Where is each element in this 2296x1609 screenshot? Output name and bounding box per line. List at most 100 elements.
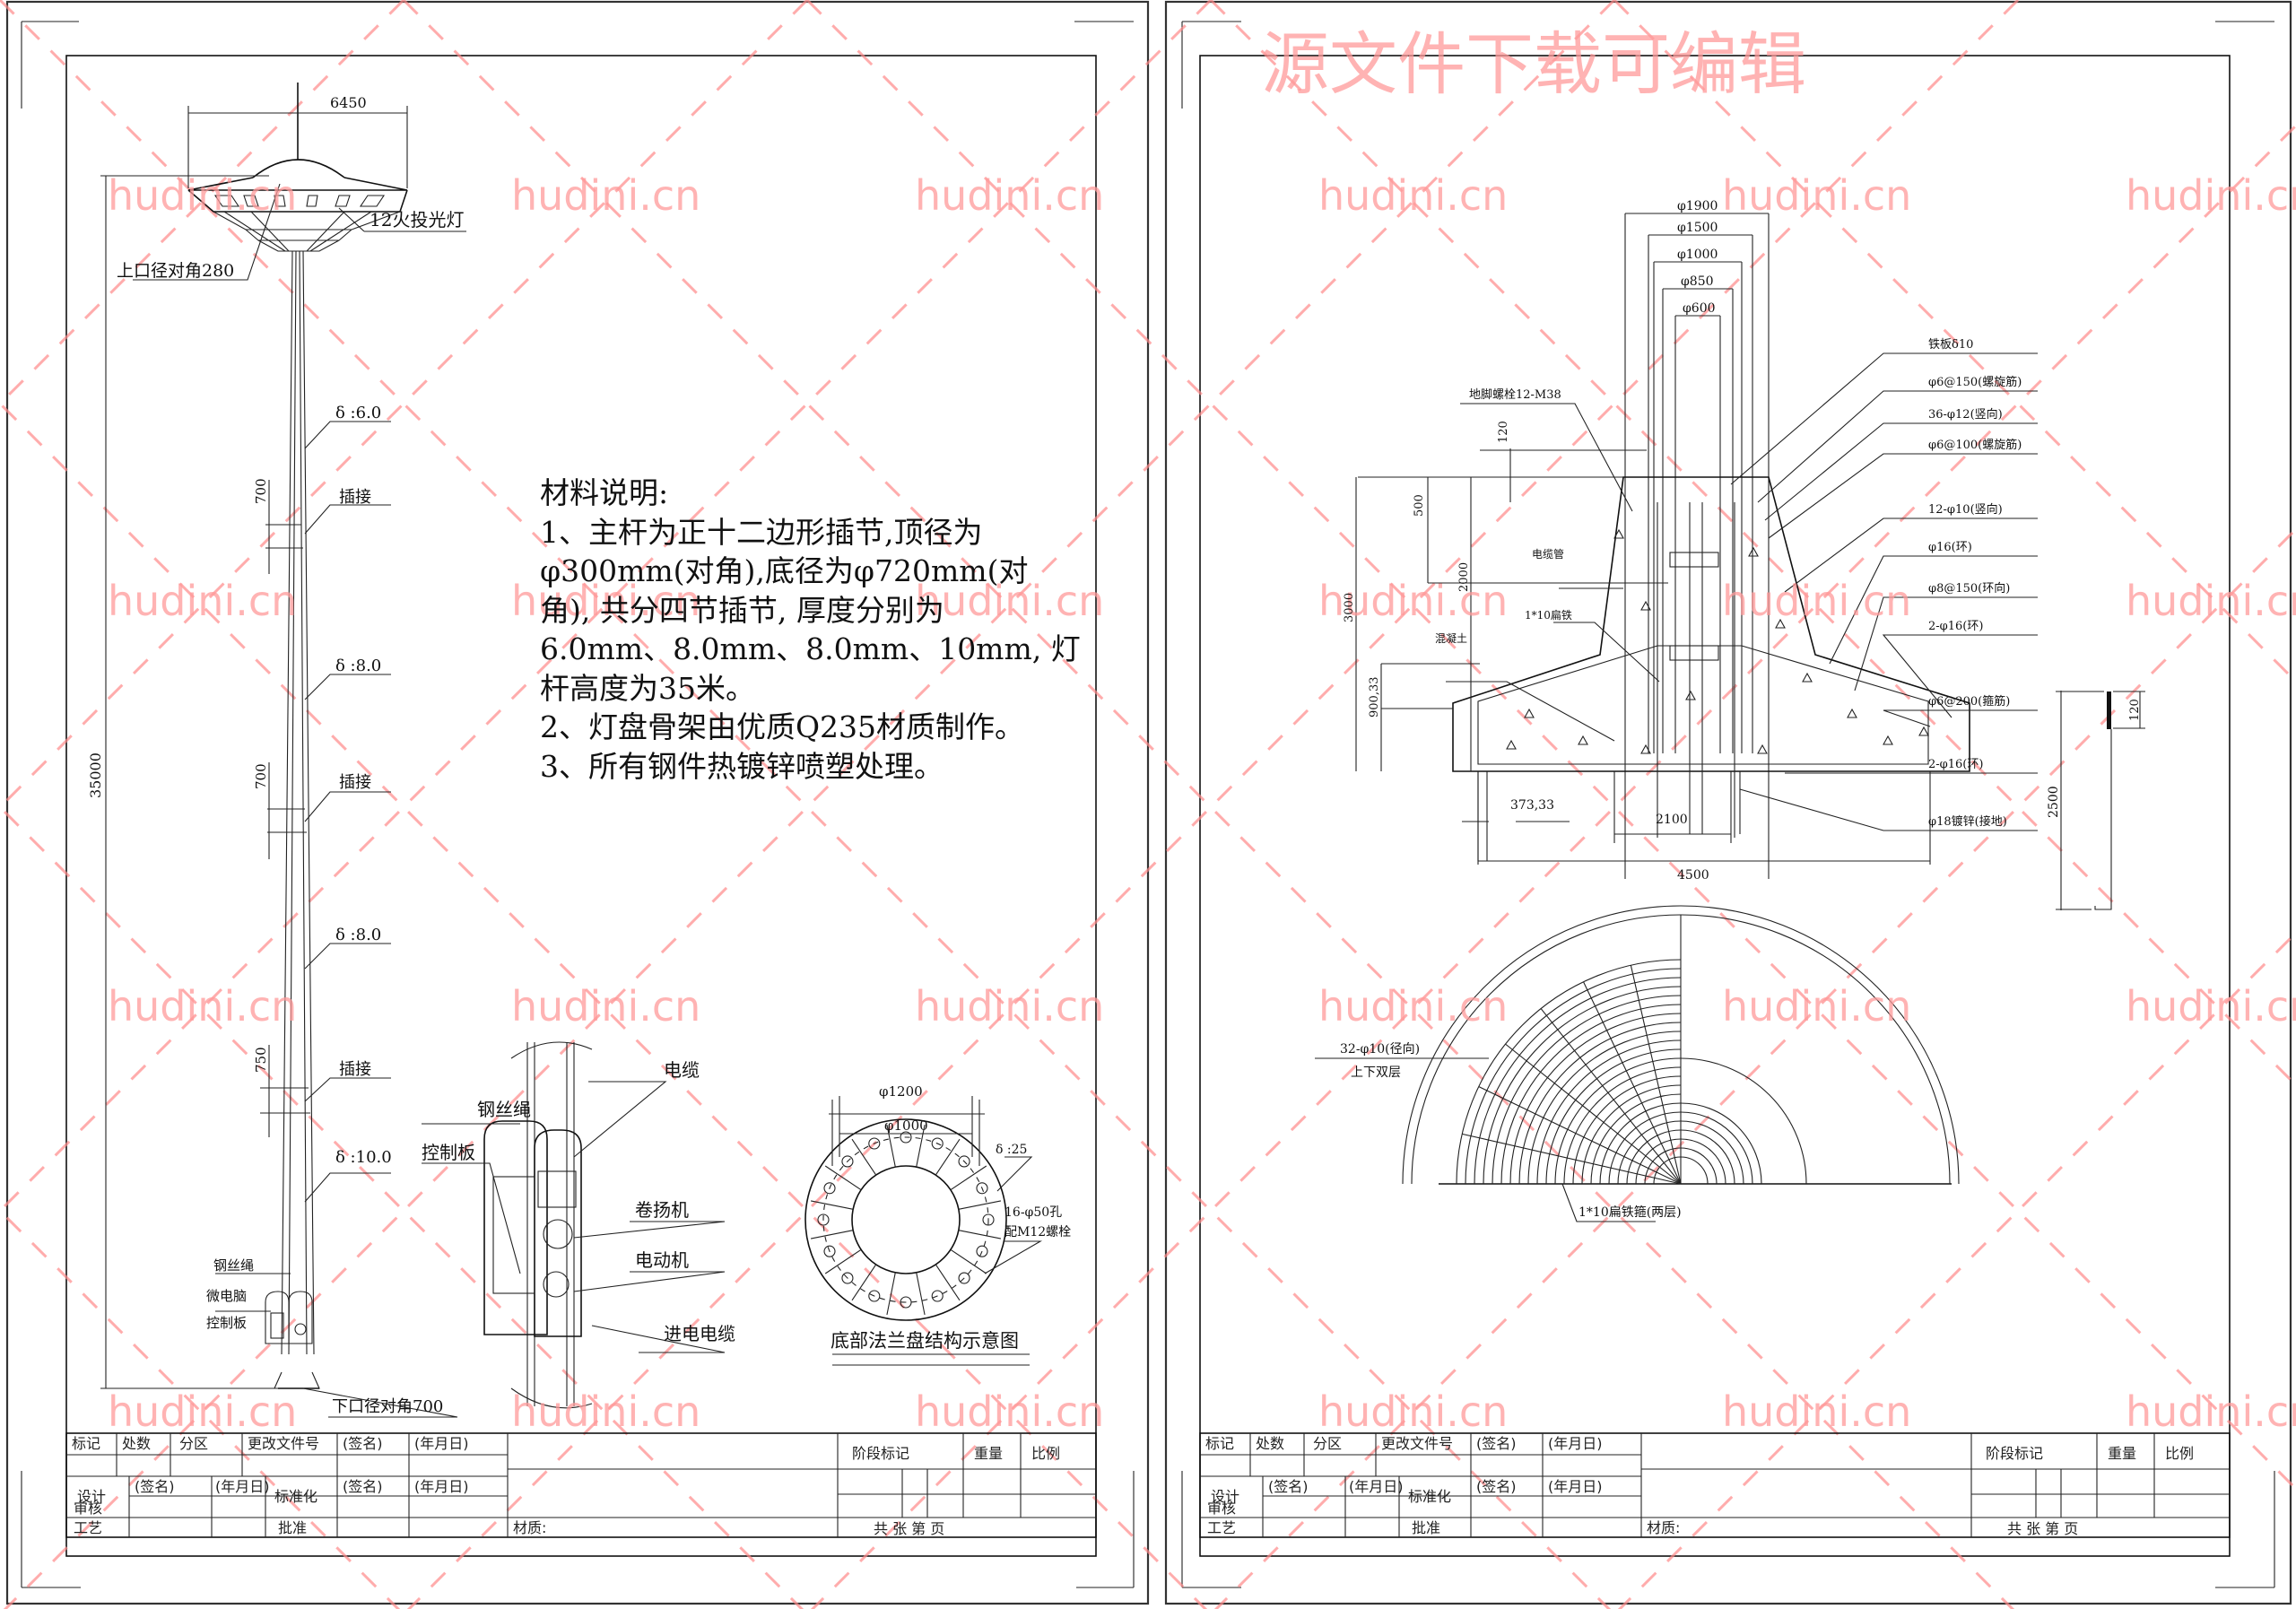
ring-bar [1653, 1156, 1682, 1185]
flange-inner-circle [851, 1165, 961, 1274]
ring-bar [1680, 1147, 1718, 1185]
ring-bar [1518, 1022, 1682, 1185]
beam-detail [2056, 691, 2145, 910]
ring-bar [1680, 1120, 1744, 1185]
tb-sign: (签名) [343, 1435, 383, 1452]
flange-leaders [984, 1156, 1043, 1274]
ring-bar [1581, 1084, 1682, 1185]
base-controller-label-1: 微电脑 [206, 1288, 247, 1304]
tb-process: 工艺 [1207, 1519, 1237, 1536]
flange-rib [958, 1230, 1002, 1239]
material-note-line: 3、所有钢件热镀锌喷塑处理。 [540, 748, 944, 784]
hatch-mark [1506, 739, 1517, 750]
tb-stage: 阶段标记 [852, 1445, 910, 1462]
bolt-hole [958, 1155, 970, 1168]
ring-bar [1617, 1120, 1682, 1185]
tb-date: (年月日) [1548, 1435, 1603, 1452]
rebar-leader [1784, 517, 2038, 593]
editable-banner-watermark: 源文件下载可编辑 [1261, 24, 1806, 104]
cable-label: 电缆 [664, 1059, 700, 1081]
hatch-mark [1613, 528, 1624, 539]
radial-bar [1462, 1133, 1682, 1185]
left-sheet-inner-border [65, 55, 1097, 1557]
tb-zone: 分区 [179, 1435, 209, 1452]
right-sheet-outer-border [1164, 0, 2292, 1605]
flange-rib [824, 1165, 862, 1191]
dia-600: φ600 [1683, 301, 1716, 316]
flange-rib [824, 1248, 862, 1274]
rebar-leader [1757, 390, 2038, 503]
ring-bar [1680, 1057, 1807, 1185]
site-watermark: hudini.cn [1318, 577, 1508, 625]
ring-bar [1590, 1093, 1682, 1185]
site-watermark: hudini.cn [511, 171, 700, 220]
hatch-mark [1802, 672, 1813, 683]
flange-rib [851, 1138, 877, 1176]
hatch-mark [1775, 618, 1786, 629]
bolt-hole [900, 1131, 912, 1144]
motor-label: 电动机 [635, 1249, 689, 1271]
rebar-label: φ6@150(螺旋筋) [1928, 375, 2022, 389]
rebar-labels: 铁板δ10φ6@150(螺旋筋)36-φ12(竖向)φ6@100(螺旋筋)12-… [1928, 338, 2022, 829]
hatch-mark [1578, 735, 1588, 745]
ring-bar [1456, 959, 1682, 1185]
controller-panel [270, 1312, 284, 1339]
tb-change-doc: 更改文件号 [248, 1435, 320, 1452]
base-flange [274, 1371, 320, 1389]
ring-bar [1554, 1057, 1682, 1185]
ring-bar [1563, 1066, 1682, 1185]
material-note-line: 杆高度为35米。 [540, 670, 755, 706]
site-watermark: hudini.cn [511, 577, 700, 625]
floodlight-leader [338, 207, 466, 232]
cable-pipe-label: 电缆管 [1532, 547, 1564, 561]
flange-rib [916, 1124, 926, 1168]
title-blocks [65, 1432, 2231, 1538]
ring-bar [1644, 1147, 1682, 1185]
radial-bar [1583, 981, 1682, 1185]
tb-design: 设计 [1211, 1488, 1240, 1505]
radial-bar [1540, 1008, 1682, 1185]
foundation-outline [1452, 476, 1970, 772]
rebar-label: 2-φ16(环) [1928, 758, 1983, 771]
base-controller-label-2: 控制板 [206, 1315, 247, 1331]
tb-date: (年月日) [414, 1435, 469, 1452]
ring-bar [1680, 1138, 1726, 1185]
rebar-label: 2-φ16(环) [1928, 620, 1983, 633]
section-3-thickness: δ :8.0 [335, 926, 381, 944]
bolt-hole [976, 1245, 988, 1257]
tb-count: 处数 [122, 1435, 152, 1452]
bolt-hole [868, 1290, 881, 1302]
rebar-leader [1739, 788, 2038, 831]
rebar-leader [1854, 596, 2038, 691]
site-watermark: hudini.cn [1722, 171, 1911, 220]
lamp-width-label: 6450 [330, 94, 367, 111]
tb-std-sign: (签名) [1476, 1478, 1517, 1495]
dia-1000: φ1000 [1677, 248, 1718, 262]
flange-thickness: δ :25 [996, 1143, 1027, 1157]
tb-weight: 重量 [974, 1445, 1004, 1462]
rebar-leader [1730, 352, 2038, 485]
foundation-section [1355, 213, 2038, 879]
tb-design-sign: (签名) [135, 1478, 175, 1495]
hatch-mark [1685, 690, 1696, 700]
hatch-mark [1847, 708, 1857, 718]
internal-leaders [1446, 587, 1660, 742]
hoop-leader [1561, 1183, 1656, 1222]
bolt-hole [868, 1137, 881, 1150]
tb-design-sign: (签名) [1268, 1478, 1309, 1495]
outer-ring [1402, 905, 1960, 1185]
ring-bar [1680, 1156, 1709, 1185]
dim-2000: 2000 [1457, 562, 1471, 592]
dim-4500: 4500 [1677, 868, 1709, 883]
top-diameter-label: 上口径对角280 [117, 261, 234, 281]
base-wire-rope-label: 钢丝绳 [213, 1257, 254, 1274]
bolt-hole [841, 1272, 854, 1284]
concrete-hatch [1506, 528, 1929, 754]
site-watermark: hudini.cn [915, 171, 1104, 220]
material-note-line: 6.0mm、8.0mm、8.0mm、10mm, 灯 [540, 631, 1081, 666]
dim-373: 373,33 [1510, 798, 1554, 813]
anchor-bolt-label: 地脚螺栓12-M38 [1469, 387, 1561, 402]
tb-sign: (签名) [1476, 1435, 1517, 1452]
flange-rib [958, 1200, 1002, 1210]
winch-unit [537, 1170, 577, 1208]
